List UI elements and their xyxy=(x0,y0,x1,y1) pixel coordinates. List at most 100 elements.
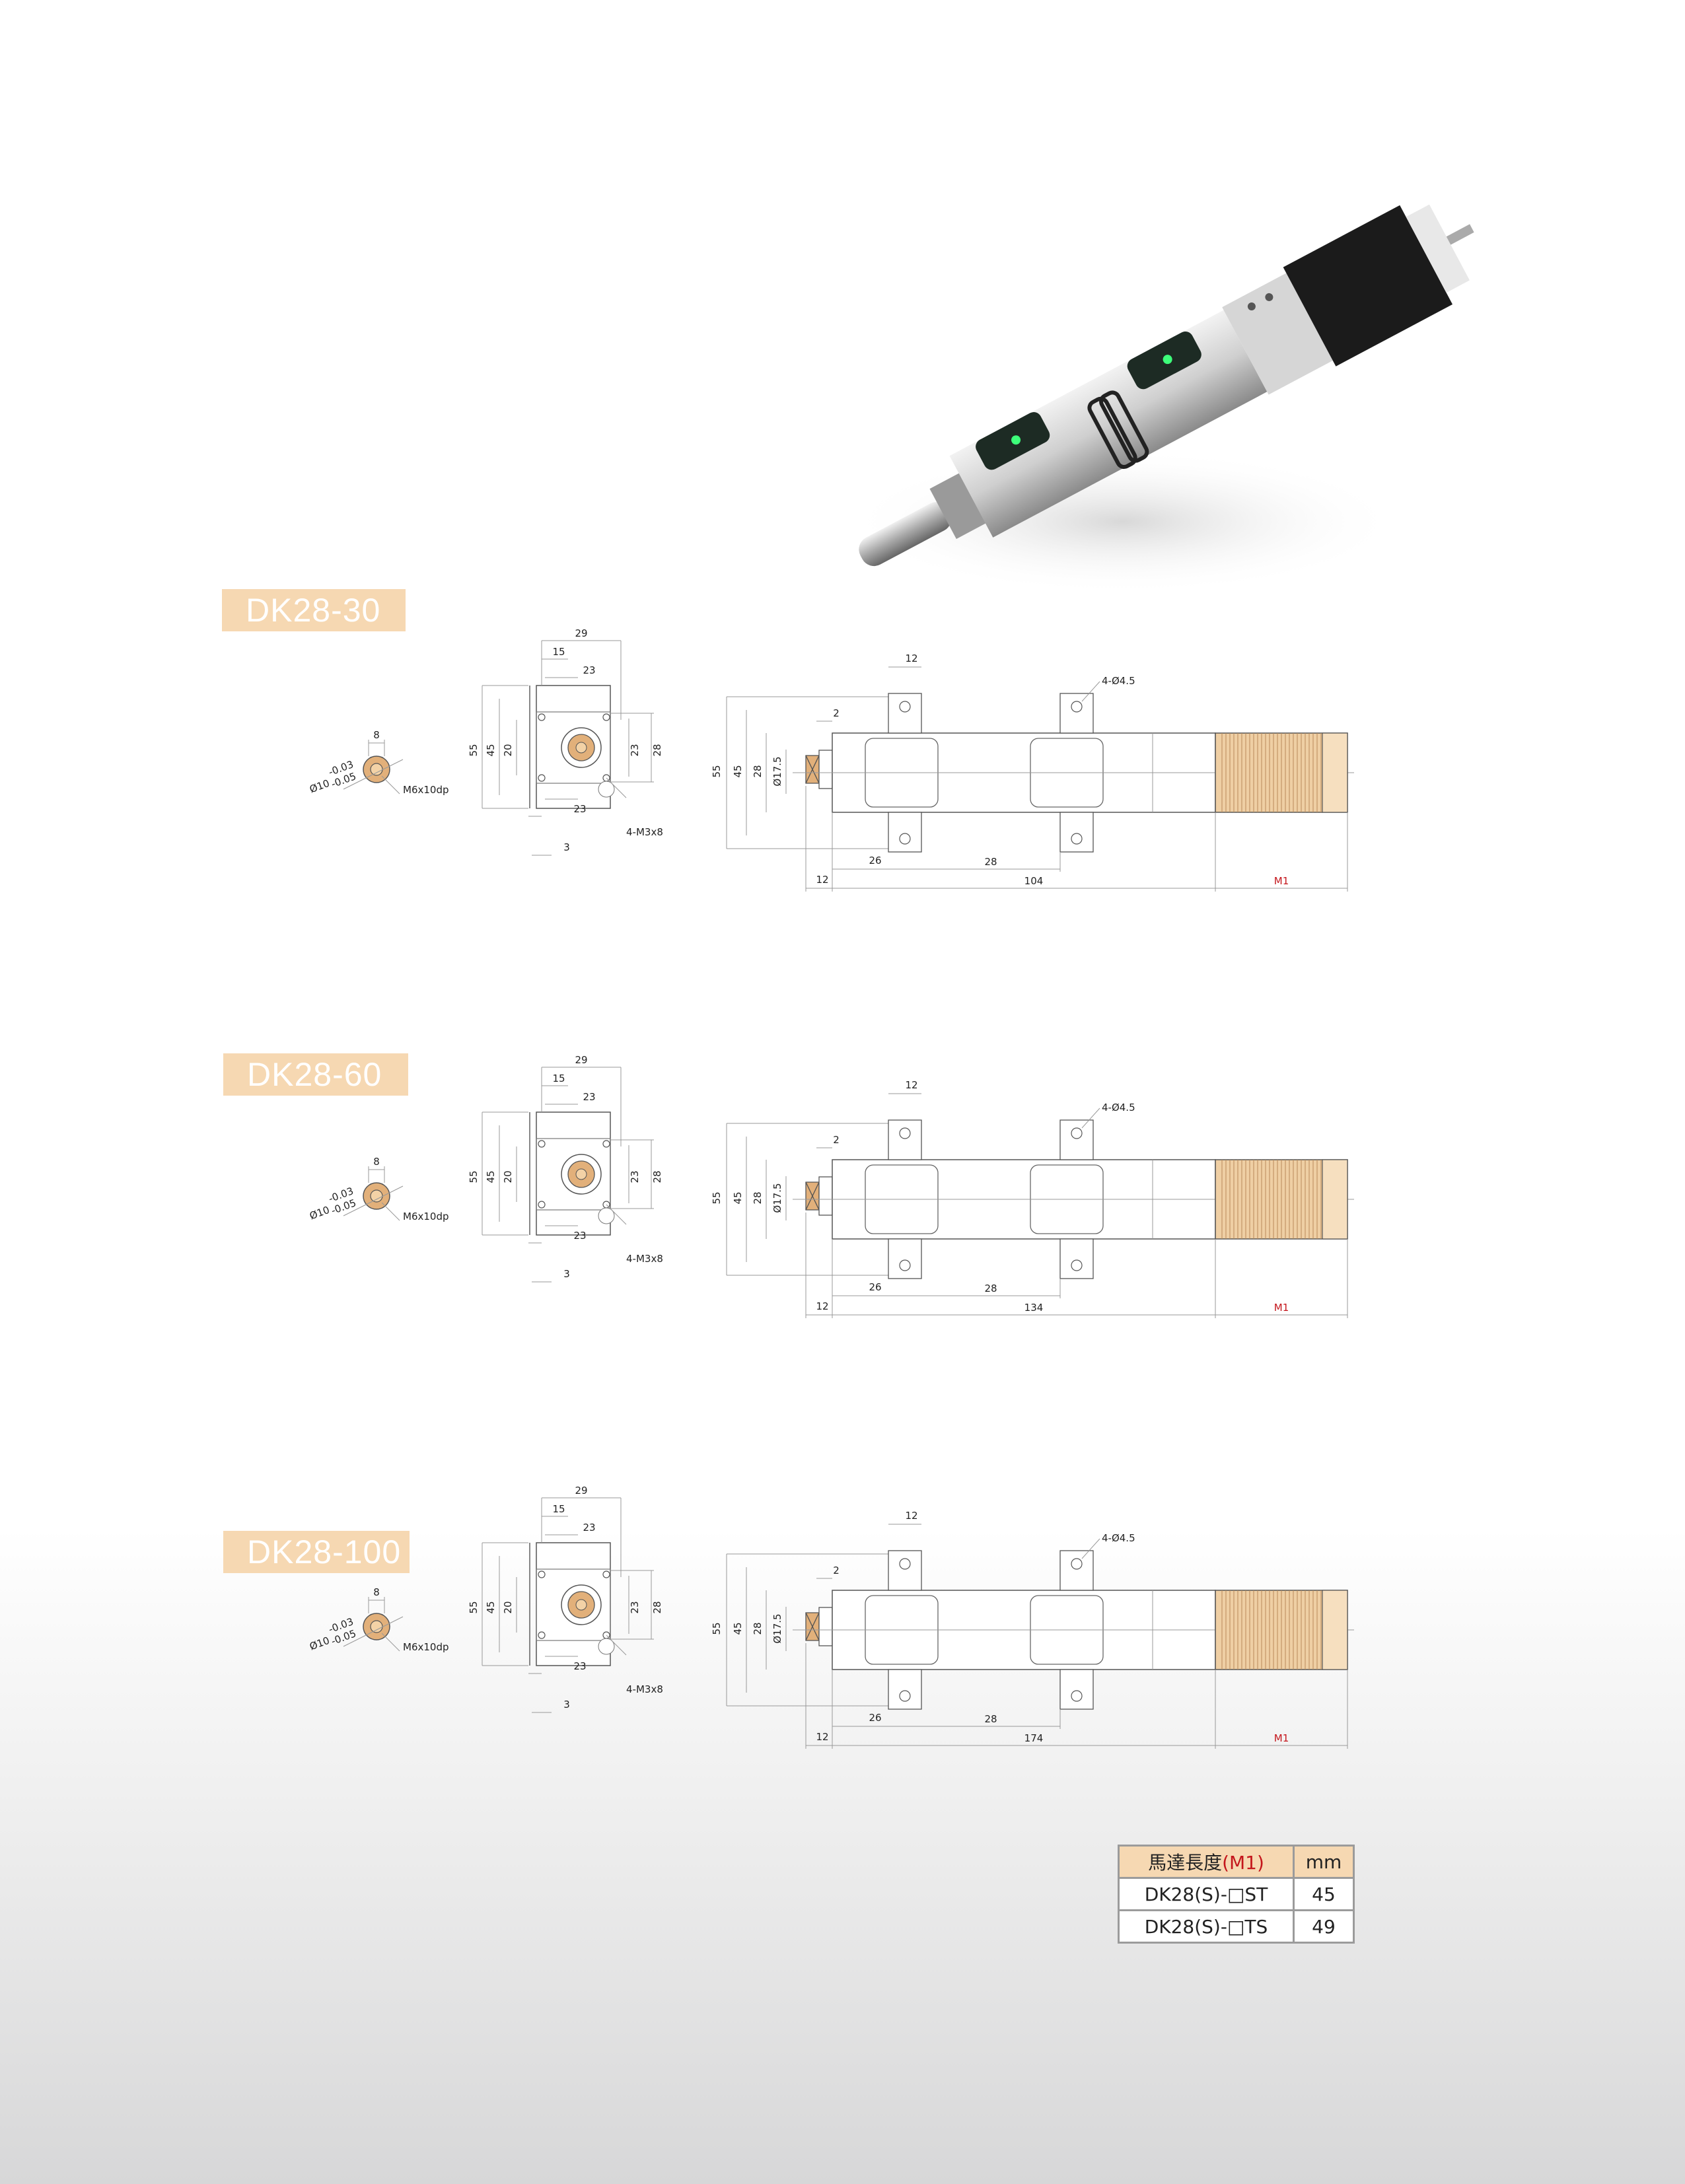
dim-front-23-v: 23 xyxy=(629,1601,641,1613)
dim-side-12b: 12 xyxy=(816,1731,828,1743)
dim-side-26: 26 xyxy=(869,1281,881,1293)
dim-side-12b: 12 xyxy=(816,1300,828,1312)
mount-tab-2 xyxy=(888,1669,922,1710)
rod-cross xyxy=(805,1612,820,1641)
dim-rod-thread: M6x10dp xyxy=(403,1211,449,1222)
dim-side-26: 26 xyxy=(869,855,881,866)
actuator-product-photo xyxy=(845,204,1474,594)
dim-front-55: 55 xyxy=(468,1170,480,1183)
screw-hole-0 xyxy=(538,1140,546,1148)
dim-front-w: 29 xyxy=(575,1485,587,1497)
leader-line xyxy=(343,1616,404,1647)
mount-hole-3 xyxy=(1071,833,1083,845)
mount-hole-0 xyxy=(899,1558,911,1570)
flange-body xyxy=(536,1138,611,1211)
dim-motor-m1: M1 xyxy=(1274,1302,1289,1314)
model-label-dk28-30: DK28-30 xyxy=(222,589,406,631)
flange-rod-core xyxy=(575,742,587,754)
screw-hole-1 xyxy=(538,774,546,782)
mount-hole-0 xyxy=(899,701,911,713)
dim-front-23-v: 23 xyxy=(629,1170,641,1183)
mount-hole-0 xyxy=(899,1127,911,1139)
dim-front-23-b: 23 xyxy=(573,803,586,815)
mount-tab-1 xyxy=(888,1119,922,1160)
motor-cap xyxy=(1322,1159,1348,1240)
dim-front-28: 28 xyxy=(651,1170,663,1183)
mount-tab-4 xyxy=(1059,1238,1094,1279)
sensor-hole xyxy=(598,1207,615,1224)
motor-length-table: 馬達長度(M1) mm DK28(S)-□ST 45 DK28(S)-□TS 4… xyxy=(1118,1845,1355,1944)
dim-front-20: 20 xyxy=(502,744,514,756)
table-header-unit: mm xyxy=(1293,1845,1355,1879)
dim-side-hole: 4-Ø4.5 xyxy=(1102,1532,1135,1544)
motor-cap xyxy=(1322,732,1348,813)
dim-front-w: 29 xyxy=(575,627,587,639)
rod-thread-circle xyxy=(370,1620,383,1633)
table-header-row: 馬達長度(M1) mm xyxy=(1118,1845,1355,1879)
header-text: 馬達長度 xyxy=(1148,1852,1223,1874)
screw-hole-2 xyxy=(602,713,610,721)
table-row: DK28(S)-□TS 49 xyxy=(1118,1909,1355,1944)
table-cell-model: DK28(S)-□TS xyxy=(1118,1909,1295,1944)
dim-side-55: 55 xyxy=(711,1622,723,1635)
leader-line xyxy=(606,777,627,798)
dim-side-45: 45 xyxy=(732,1622,744,1635)
dim-side-dia: Ø17.5 xyxy=(771,756,783,786)
leader-line xyxy=(343,759,404,790)
dim-rod-dia: Ø10 xyxy=(308,777,331,795)
mount-tab-2 xyxy=(888,812,922,853)
dim-front-23: 23 xyxy=(583,1091,595,1103)
dim-stroke-length: 174 xyxy=(1024,1732,1044,1744)
dim-front-23-b: 23 xyxy=(573,1230,586,1242)
dim-side-28b: 28 xyxy=(984,1713,997,1725)
mount-hole-2 xyxy=(1071,701,1083,713)
rod-thread-circle xyxy=(370,763,383,776)
side-rod-collar xyxy=(818,1607,833,1646)
mount-hole-3 xyxy=(1071,1259,1083,1271)
side-rod-collar xyxy=(818,1176,833,1216)
mount-hole-2 xyxy=(1071,1558,1083,1570)
screw-hole-0 xyxy=(538,713,546,721)
mount-tab-4 xyxy=(1059,1669,1094,1710)
mount-tab-2 xyxy=(888,1238,922,1279)
dim-front-28: 28 xyxy=(651,1601,663,1613)
dim-front-screw: 4-M3x8 xyxy=(626,1683,663,1695)
table-header-motor-length: 馬達長度(M1) xyxy=(1118,1845,1295,1879)
dim-side-12: 12 xyxy=(905,1510,917,1522)
dim-front-23-b: 23 xyxy=(573,1660,586,1672)
dim-rod-dia: Ø10 xyxy=(308,1204,331,1222)
dim-front-w: 29 xyxy=(575,1054,587,1066)
dim-front-20: 20 xyxy=(502,1170,514,1183)
dim-front-3: 3 xyxy=(563,1699,570,1710)
dim-front-23-v: 23 xyxy=(629,744,641,756)
dim-front-15: 15 xyxy=(552,646,565,658)
dim-side-12b: 12 xyxy=(816,874,828,886)
dim-front-45: 45 xyxy=(485,744,497,756)
dim-front-55: 55 xyxy=(468,1601,480,1613)
dim-front-23: 23 xyxy=(583,1522,595,1533)
motor-cap xyxy=(1322,1590,1348,1670)
mount-tab-1 xyxy=(888,1550,922,1591)
leader-line xyxy=(1081,1108,1100,1129)
dim-side-45: 45 xyxy=(732,765,744,777)
screw-hole-2 xyxy=(602,1570,610,1578)
dim-front-3: 3 xyxy=(563,841,570,853)
dim-side-28b: 28 xyxy=(984,1283,997,1294)
dim-side-55: 55 xyxy=(711,765,723,777)
model-label-dk28-60: DK28-60 xyxy=(223,1053,408,1096)
mount-hole-1 xyxy=(899,1259,911,1271)
screw-hole-0 xyxy=(538,1570,546,1578)
dim-side-26: 26 xyxy=(869,1712,881,1724)
dim-front-15: 15 xyxy=(552,1503,565,1515)
dim-side-12: 12 xyxy=(905,1079,917,1091)
flange-rod-core xyxy=(575,1599,587,1611)
dim-rod-dia: Ø10 xyxy=(308,1635,331,1652)
dim-stroke-length: 104 xyxy=(1024,875,1044,887)
dim-side-45: 45 xyxy=(732,1191,744,1204)
dim-side-2: 2 xyxy=(833,1134,840,1146)
leader-line xyxy=(606,1635,627,1656)
dim-side-2: 2 xyxy=(833,707,840,719)
dim-side-55: 55 xyxy=(711,1191,723,1204)
